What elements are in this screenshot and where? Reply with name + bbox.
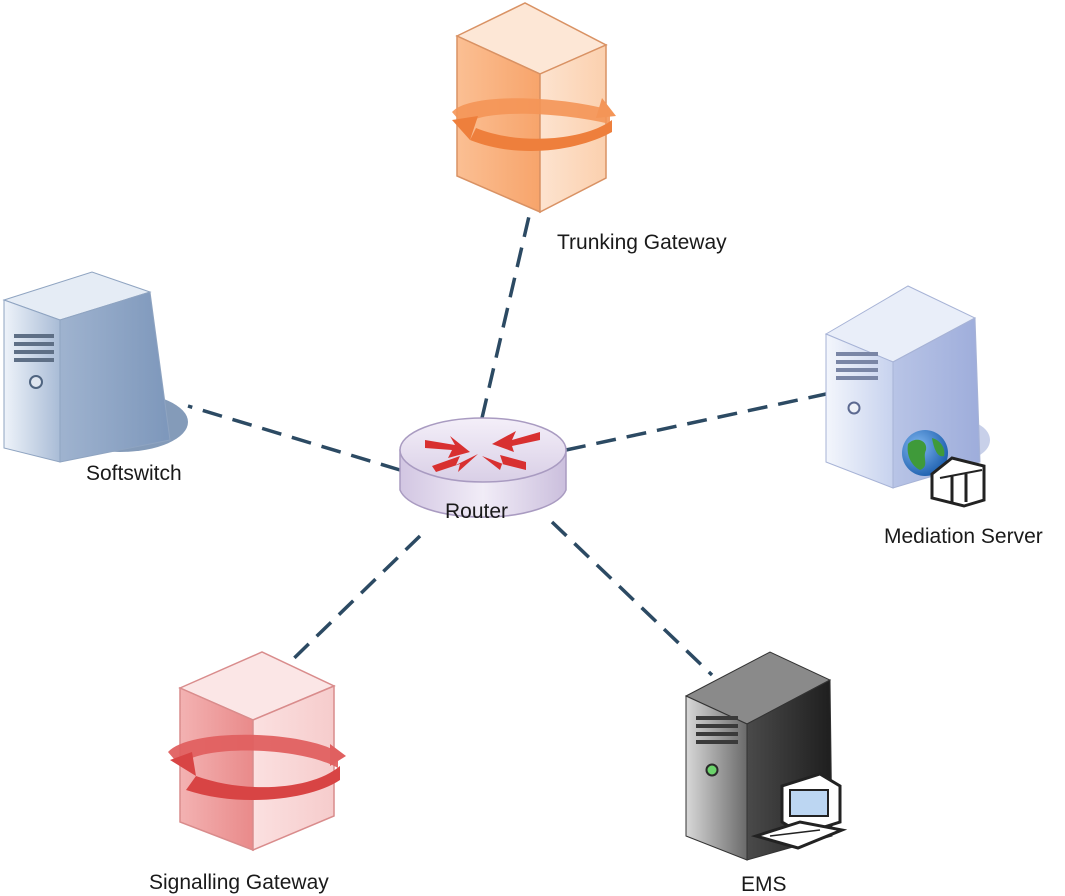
globe-icon [902, 430, 948, 476]
softswitch-label: Softswitch [86, 462, 182, 485]
link-router-trunking-gateway [480, 211, 532, 419]
links [187, 211, 827, 677]
softswitch-icon [2, 271, 188, 463]
film-reel-icon [930, 456, 986, 508]
link-router-ems [550, 520, 714, 677]
router-label: Router [445, 500, 509, 523]
workstation-icon [750, 772, 848, 850]
signalling-gateway-icon [168, 651, 346, 852]
link-router-signalling-gateway [284, 534, 422, 668]
router-icon [399, 417, 567, 518]
trunking-gateway-icon [452, 2, 616, 214]
mediation-server-label: Mediation Server [884, 525, 1043, 548]
signalling-gateway-label: Signalling Gateway [149, 871, 329, 894]
link-router-softswitch [187, 404, 401, 472]
trunking-gateway-label: Trunking Gateway [557, 231, 727, 254]
ems-label: EMS [741, 873, 787, 896]
link-router-mediation-server [565, 392, 827, 452]
